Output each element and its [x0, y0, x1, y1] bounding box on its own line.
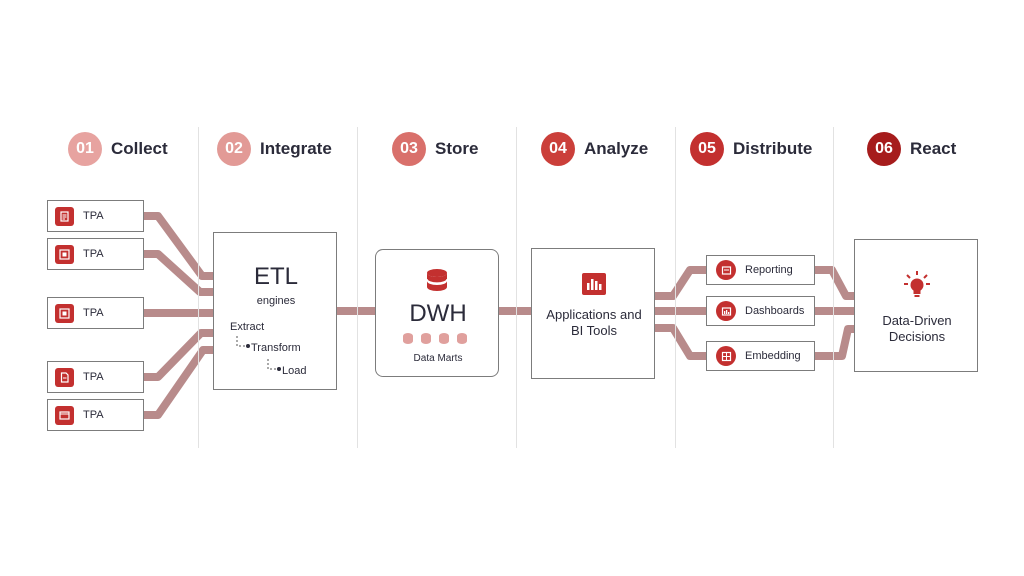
source-tpa-1[interactable]: TPA	[47, 200, 144, 232]
stage-divider	[516, 127, 517, 448]
connector-source-2	[144, 250, 214, 296]
stage-divider	[198, 127, 199, 448]
stage-header-integrate: 02 Integrate	[217, 132, 332, 166]
stage-number-badge: 05	[690, 132, 724, 166]
analyze-title-line1: Applications and	[546, 307, 642, 322]
source-tpa-5[interactable]: TPA	[47, 399, 144, 431]
dwh-box[interactable]: DWH Data Marts	[375, 249, 499, 377]
source-label: TPA	[83, 248, 104, 260]
lightbulb-icon	[904, 271, 930, 297]
stage-header-collect: 01 Collect	[68, 132, 168, 166]
stage-divider	[833, 127, 834, 448]
stage-header-store: 03 Store	[392, 132, 478, 166]
stage-label: React	[910, 139, 957, 158]
dwh-title: DWH	[409, 300, 467, 327]
data-driven-decisions-box[interactable]: Data-Driven Decisions	[854, 239, 978, 372]
stage-number-badge: 01	[68, 132, 102, 166]
stage-header-react: 06 React	[867, 132, 956, 166]
connector-analyze-embedding	[654, 324, 706, 360]
stage-header-analyze: 04 Analyze	[541, 132, 648, 166]
stage-divider	[675, 127, 676, 448]
table-icon	[716, 346, 736, 366]
etl-step-extract: Extract	[230, 321, 265, 333]
mini-database-icon	[439, 333, 449, 344]
output-dashboards[interactable]: Dashboards	[706, 296, 815, 326]
applications-bi-tools-box[interactable]: Applications and BI Tools	[531, 248, 655, 379]
connector-reporting-decisions	[815, 266, 854, 300]
stage-header-distribute: 05 Distribute	[690, 132, 812, 166]
source-label: TPA	[83, 371, 104, 383]
decisions-title-line1: Data-Driven	[882, 313, 952, 328]
output-label: Embedding	[745, 350, 801, 362]
data-mart-icons	[403, 333, 467, 344]
source-label: TPA	[83, 210, 104, 222]
stage-label: Integrate	[260, 139, 332, 158]
etl-step-transform: Transform	[251, 342, 301, 354]
stage-number-badge: 06	[867, 132, 901, 166]
analyze-title-line2: BI Tools	[570, 323, 617, 338]
stage-number-badge: 04	[541, 132, 575, 166]
mini-database-icon	[457, 333, 467, 344]
stage-label: Collect	[111, 139, 168, 158]
file-icon	[55, 367, 74, 387]
stage-label: Distribute	[733, 139, 813, 158]
output-reporting[interactable]: Reporting	[706, 255, 815, 285]
tree-connector-icon	[267, 359, 281, 371]
source-tpa-2[interactable]: TPA	[47, 238, 144, 270]
browser-window-icon	[55, 405, 74, 425]
connector-analyze-reporting	[654, 266, 706, 300]
etl-engines-box[interactable]: ETL engines Extract Transform Load	[213, 232, 337, 390]
source-label: TPA	[83, 307, 104, 319]
mini-database-icon	[403, 333, 413, 344]
grid-box-icon	[55, 244, 74, 264]
tree-connector-icon	[236, 336, 250, 348]
dashboard-icon	[716, 301, 736, 321]
etl-step-load: Load	[282, 365, 307, 377]
output-embedding[interactable]: Embedding	[706, 341, 815, 371]
dwh-subtitle: Data Marts	[413, 353, 463, 364]
connector-source-1	[144, 212, 214, 280]
stage-label: Analyze	[584, 139, 649, 158]
stage-label: Store	[435, 139, 479, 158]
source-tpa-3[interactable]: TPA	[47, 297, 144, 329]
stage-number-badge: 02	[217, 132, 251, 166]
grid-box-icon	[55, 303, 74, 323]
bar-chart-icon	[582, 273, 606, 295]
connector-source-5	[144, 346, 214, 419]
connector-source-4	[144, 329, 214, 381]
decisions-title-line2: Decisions	[888, 329, 946, 344]
stage-number-badge: 03	[392, 132, 426, 166]
etl-title: ETL	[253, 263, 298, 290]
output-label: Reporting	[745, 264, 793, 276]
database-icon	[426, 269, 448, 291]
connector-embedding-decisions	[815, 325, 854, 360]
document-list-icon	[55, 206, 74, 226]
source-tpa-4[interactable]: TPA	[47, 361, 144, 393]
etl-subtitle: engines	[256, 295, 296, 307]
report-icon	[716, 260, 736, 280]
output-label: Dashboards	[745, 305, 805, 317]
stage-divider	[357, 127, 358, 448]
mini-database-icon	[421, 333, 431, 344]
source-label: TPA	[83, 409, 104, 421]
